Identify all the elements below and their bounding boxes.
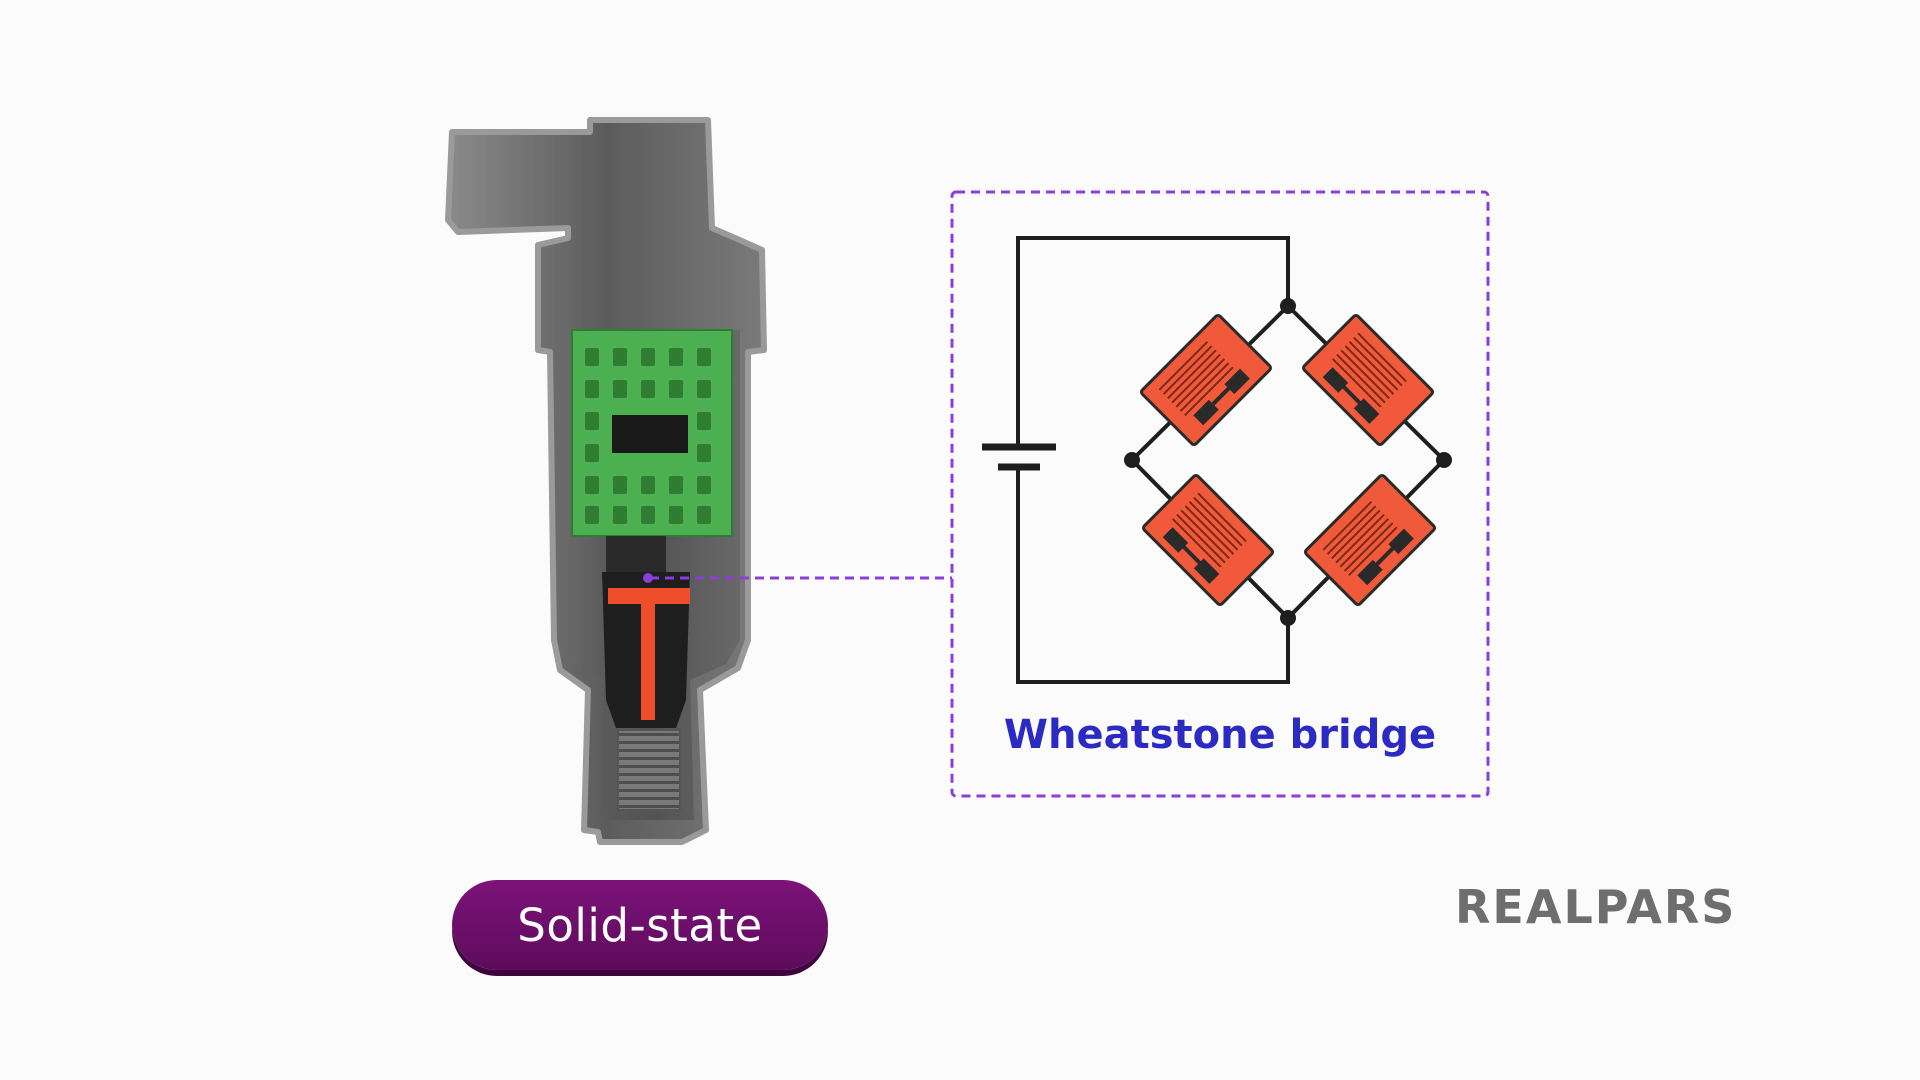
strain-gauge-icon xyxy=(1138,312,1274,448)
sensor-connector xyxy=(606,536,666,572)
sensing-point xyxy=(643,573,653,583)
pcb-components xyxy=(585,348,711,524)
diaphragm-stem xyxy=(641,604,655,720)
bridge-title: Wheatstone bridge xyxy=(1003,712,1437,758)
battery-icon xyxy=(982,443,1056,471)
diaphragm xyxy=(608,588,690,604)
pcb-chip xyxy=(612,415,688,453)
bridge-nodes xyxy=(1124,298,1452,626)
bridge-callout-box xyxy=(950,190,1490,798)
sensor-type-badge: Solid-state xyxy=(452,880,828,970)
strain-gauge-icon xyxy=(1302,472,1438,608)
wheatstone-bridge-circuit xyxy=(1016,236,1446,684)
strain-gauge-icon xyxy=(1300,312,1436,448)
threaded-port xyxy=(617,729,681,811)
pressure-sensor-cutaway xyxy=(445,117,767,845)
sensor-type-label: Solid-state xyxy=(517,898,763,952)
brand-logo: REALPARS xyxy=(1455,880,1737,934)
